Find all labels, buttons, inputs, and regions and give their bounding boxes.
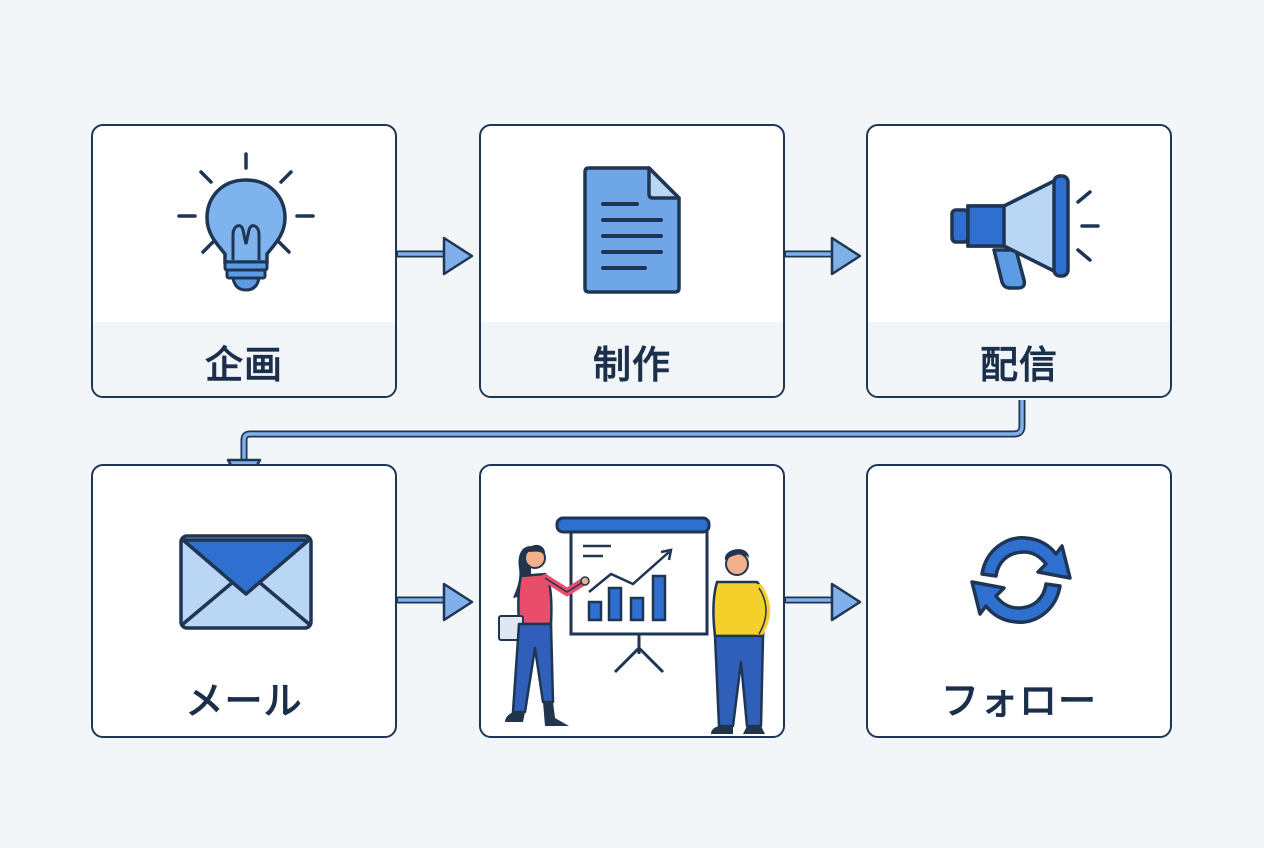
- card-label-band: [481, 322, 783, 396]
- step-card-planning: 企画: [91, 124, 397, 398]
- presentation-illustration: [498, 516, 770, 734]
- step-card-follow: フォロー: [866, 464, 1172, 738]
- arrow-step5-to-step6: [782, 582, 862, 622]
- step-label: 制作: [592, 343, 671, 387]
- document-icon: [583, 166, 681, 294]
- step-card-distribution: 配信: [866, 124, 1172, 398]
- envelope-icon: [179, 534, 313, 630]
- step-label: メール: [185, 679, 303, 723]
- arrow-step1-to-step2: [394, 236, 474, 276]
- arrow-step2-to-step3: [782, 236, 862, 276]
- step-label: 企画: [204, 343, 283, 387]
- step-card-presentation: [479, 464, 785, 738]
- step-label: 配信: [979, 343, 1058, 387]
- refresh-icon: [970, 536, 1072, 624]
- card-label-band: [93, 322, 395, 396]
- lightbulb-icon: [177, 152, 315, 292]
- step-label: フォロー: [940, 679, 1097, 723]
- step-card-mail: メール: [91, 464, 397, 738]
- arrow-step4-to-step5: [394, 582, 474, 622]
- megaphone-icon: [950, 174, 1100, 290]
- card-label-band: [868, 322, 1170, 396]
- step-card-production: 制作: [479, 124, 785, 398]
